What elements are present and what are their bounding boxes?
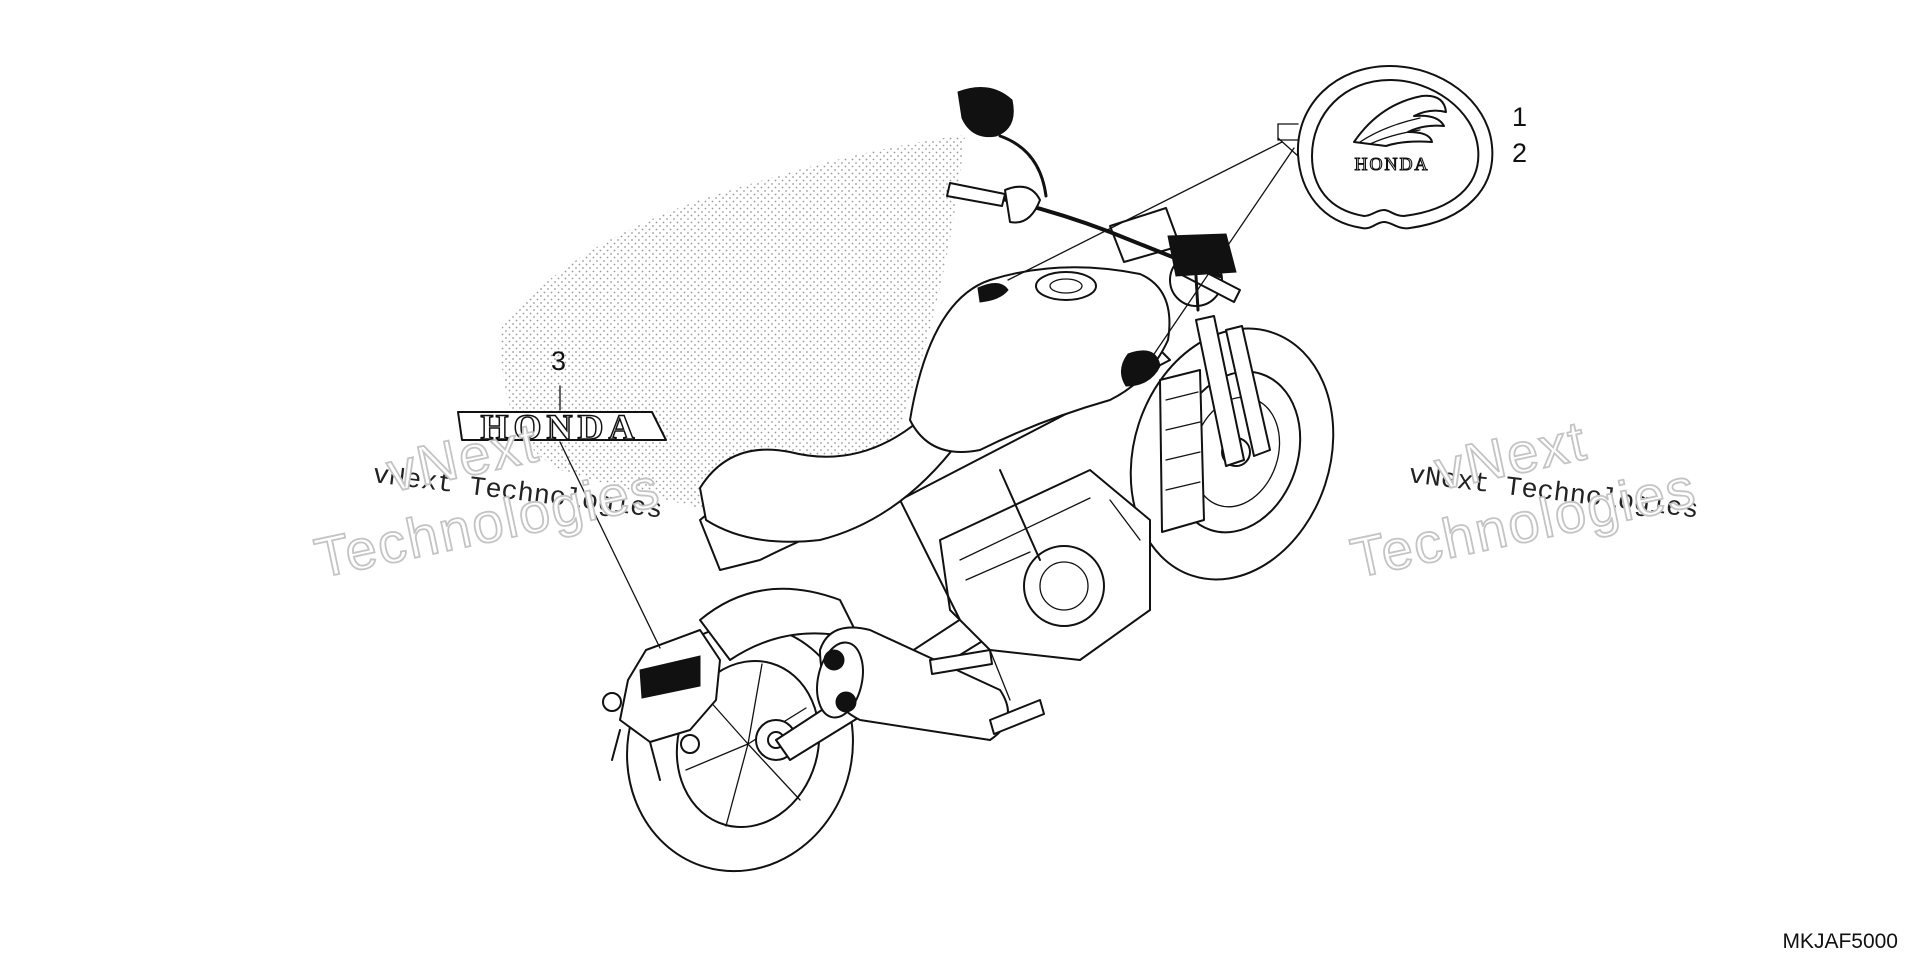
badge-text: HONDA <box>481 407 640 447</box>
wing-icon <box>1353 94 1447 147</box>
leader-emblem-tank-right <box>1149 147 1295 361</box>
fuel-cap <box>1035 271 1097 301</box>
fuel-tank <box>909 266 1171 453</box>
tank-emblem-right <box>1121 350 1161 387</box>
right-mirror <box>1167 233 1237 277</box>
watermark-right: vNext Technologies vNext Technologies <box>1344 407 1702 590</box>
diagram-code: MKJAF5000 <box>1782 930 1898 953</box>
leader-emblem-tank-left <box>1007 141 1283 281</box>
emblem-decal[interactable]: HONDA <box>1296 65 1494 230</box>
callout-2: 2 <box>1512 138 1527 168</box>
emblem-text: HONDA <box>1355 154 1430 174</box>
left-mirror <box>957 87 1014 138</box>
callout-1: 1 <box>1512 102 1527 132</box>
emblem-outline <box>1296 65 1494 230</box>
engine <box>939 469 1151 661</box>
motorcycle-illustration <box>602 87 1335 873</box>
radiator <box>1159 369 1205 533</box>
leader-lines <box>559 123 1299 649</box>
leader-3-tail <box>559 441 661 649</box>
left-grip <box>946 182 1006 207</box>
tank-emblem-left <box>977 283 1009 303</box>
badge-outline <box>457 411 667 441</box>
front-fork <box>1195 315 1245 467</box>
rear-footpeg <box>929 649 993 675</box>
honda-badge[interactable]: HONDA <box>457 406 667 448</box>
callout-3: 3 <box>551 346 566 376</box>
engine-cover <box>1023 545 1105 627</box>
rear-fender <box>699 587 861 661</box>
